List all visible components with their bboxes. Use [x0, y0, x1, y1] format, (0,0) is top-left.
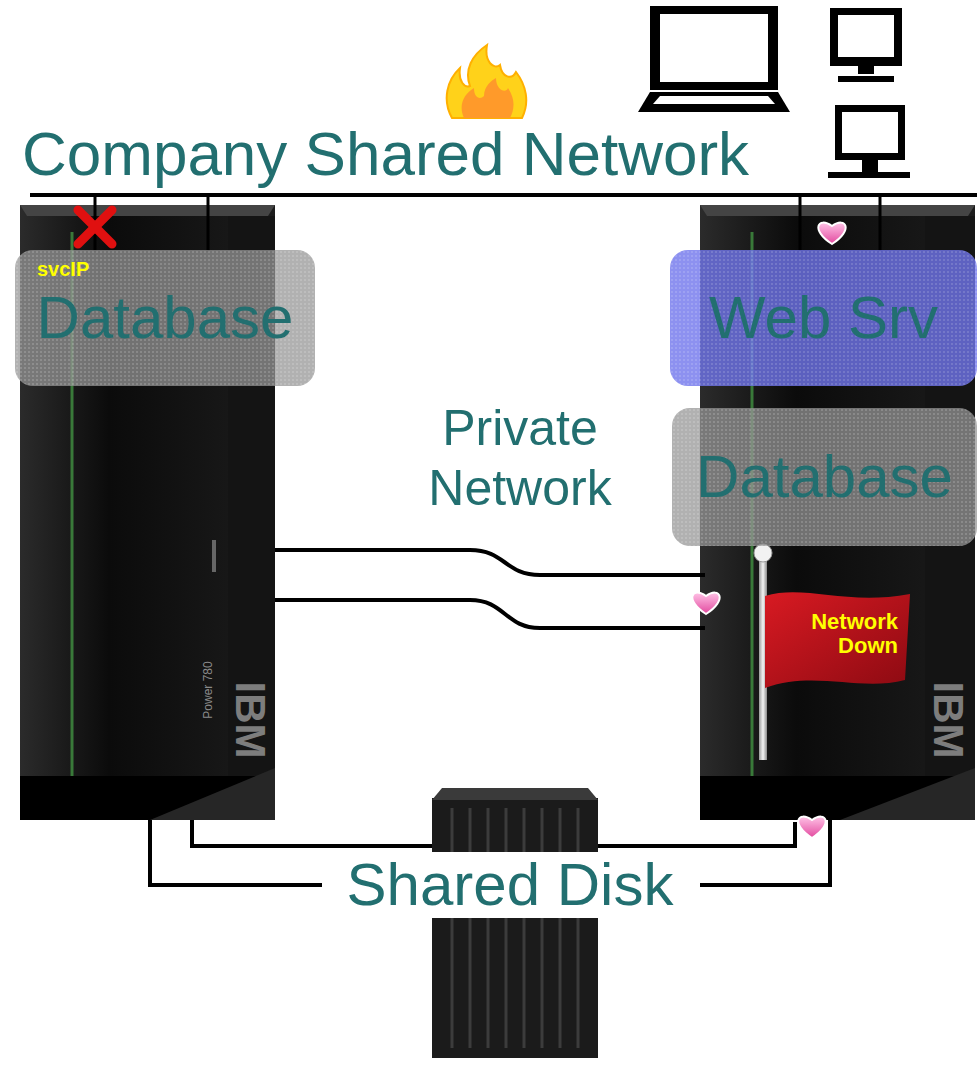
- failure-cross: [78, 210, 112, 244]
- partition-name: Web Srv: [709, 285, 938, 351]
- cabinet-ridge: [487, 808, 490, 1048]
- private-network-cable: [275, 550, 705, 575]
- brand-logo: IBM: [229, 682, 271, 759]
- disk-cable: [150, 820, 322, 885]
- network-drop: [879, 195, 882, 252]
- disk-cable: [598, 822, 795, 846]
- flame-inner: [462, 78, 514, 118]
- cabinet-body: [432, 798, 598, 1058]
- monitor-display: [842, 112, 898, 153]
- network-drop: [799, 195, 802, 252]
- server-partition-box: svcIP Database: [15, 250, 315, 386]
- server-partition-box: Web Srv: [670, 250, 977, 386]
- network-bus: [30, 193, 977, 197]
- tower-foot-bevel: [840, 768, 975, 820]
- flag-pole-ball: [754, 544, 772, 562]
- brand-logo: IBM: [927, 682, 969, 759]
- cabinet-ridge: [577, 808, 580, 1048]
- laptop-keyboard: [653, 96, 775, 104]
- fire-icon: [447, 45, 527, 118]
- monitor: [830, 8, 902, 66]
- model-name: Power 780: [202, 661, 214, 718]
- laptop-display: [660, 14, 768, 82]
- tower-foot-bevel: [150, 768, 275, 820]
- heartbeat-icon: [692, 593, 719, 614]
- flag-cloth: [765, 592, 910, 688]
- cross-stroke: [78, 210, 112, 244]
- server-partition-box: Database: [672, 408, 977, 546]
- disk-cable: [192, 820, 432, 846]
- heartbeat-icon: [798, 817, 825, 838]
- monitor-display: [838, 15, 894, 57]
- cabinet-ridge: [523, 808, 526, 1048]
- tower-top: [700, 205, 975, 216]
- flame-outer: [447, 45, 527, 118]
- tower-handle: [212, 540, 216, 572]
- network-drop: [207, 195, 210, 252]
- monitor: [835, 105, 905, 160]
- monitor-base: [838, 76, 894, 82]
- laptop-base: [638, 92, 790, 112]
- ip-label: svcIP: [37, 258, 89, 280]
- cabinet-ridge: [451, 808, 454, 1048]
- cabinet-ridge: [505, 808, 508, 1048]
- partition-name: Database: [37, 285, 294, 351]
- private-network-cable: [275, 600, 705, 628]
- monitor-stand: [862, 160, 878, 172]
- cabinet-ridge: [559, 808, 562, 1048]
- tower-top: [20, 205, 275, 216]
- cabinet-ridge: [541, 808, 544, 1048]
- storage-name: Shared Disk: [341, 852, 680, 918]
- storage-cabinet: [432, 788, 598, 1058]
- alert-text: Network Down: [777, 610, 898, 658]
- heartbeat-icon: [818, 223, 845, 244]
- monitor-base: [828, 172, 910, 178]
- cabinet-top: [432, 788, 598, 800]
- network-name: Company Shared Network: [22, 118, 749, 189]
- partition-name: Database: [696, 444, 953, 510]
- cabinet-ridge: [469, 808, 472, 1048]
- alert-flag: Network Down: [765, 588, 910, 693]
- network-name: Private Network: [370, 398, 670, 518]
- laptop-screen: [650, 6, 778, 90]
- monitor-stand: [858, 66, 874, 74]
- cross-stroke: [78, 210, 112, 244]
